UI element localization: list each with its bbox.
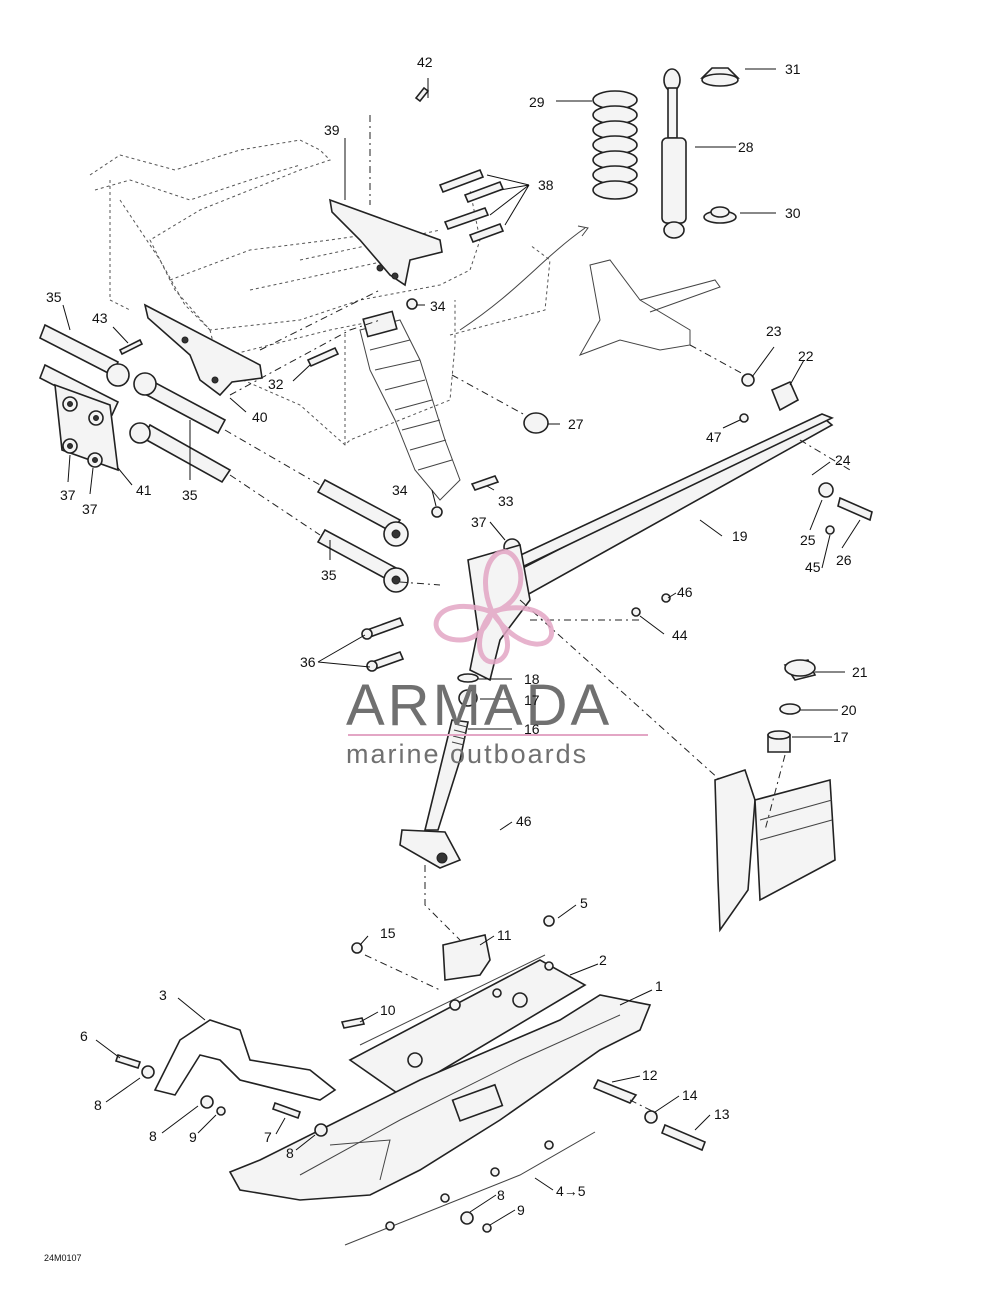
callout-13: 13 xyxy=(714,1106,730,1122)
callout-40: 40 xyxy=(252,409,268,425)
callout-8: 8 xyxy=(149,1128,157,1144)
leader-lines xyxy=(62,68,861,1226)
callout-32: 32 xyxy=(268,376,284,392)
callout-10: 10 xyxy=(380,1002,396,1018)
callout-38: 38 xyxy=(538,177,554,193)
callout-17: 17 xyxy=(524,692,540,708)
watermark-tagline: marine outboards xyxy=(346,739,588,769)
callout-12: 12 xyxy=(642,1067,658,1083)
callout-39: 39 xyxy=(324,122,340,138)
callout-8: 8 xyxy=(94,1097,102,1113)
callout-8: 8 xyxy=(497,1187,505,1203)
callout-20: 20 xyxy=(841,702,857,718)
callout-37: 37 xyxy=(82,501,98,517)
drawing-code: 24M0107 xyxy=(44,1253,82,1263)
watermark-brand: ARMADA xyxy=(346,673,612,738)
callout-8: 8 xyxy=(286,1145,294,1161)
callout-17: 17 xyxy=(833,729,849,745)
watermark-divider xyxy=(348,734,648,736)
watermark-logo-mark xyxy=(433,549,555,665)
shock-absorber xyxy=(661,67,740,239)
left-bracket-plate xyxy=(54,383,119,472)
callout-46: 46 xyxy=(516,813,532,829)
callout-34: 34 xyxy=(430,298,446,314)
callout-35: 35 xyxy=(46,289,62,305)
callout-41: 41 xyxy=(136,482,152,498)
misc-small-parts xyxy=(451,374,549,434)
callout-24: 24 xyxy=(835,452,851,468)
callout-6: 6 xyxy=(80,1028,88,1044)
callout-46: 46 xyxy=(677,584,693,600)
callout-23: 23 xyxy=(766,323,782,339)
callout-9: 9 xyxy=(189,1129,197,1145)
callout-26: 26 xyxy=(836,552,852,568)
callout-42: 42 xyxy=(417,54,433,70)
callout-5: 5 xyxy=(580,895,588,911)
callout-3: 3 xyxy=(159,987,167,1003)
callout-15: 15 xyxy=(380,925,396,941)
callout-36: 36 xyxy=(300,654,316,670)
coil-spring xyxy=(592,90,638,200)
trailing-arm xyxy=(478,413,873,621)
callout-29: 29 xyxy=(529,94,545,110)
callout-1: 1 xyxy=(655,978,663,994)
ski xyxy=(228,994,652,1246)
callout-43: 43 xyxy=(92,310,108,326)
bolts xyxy=(118,86,521,672)
callout-27: 27 xyxy=(568,416,584,432)
callout-9: 9 xyxy=(517,1202,525,1218)
callout-31: 31 xyxy=(785,61,801,77)
callout-35: 35 xyxy=(321,567,337,583)
callout-7: 7 xyxy=(264,1129,272,1145)
callout-35: 35 xyxy=(182,487,198,503)
callout-21: 21 xyxy=(852,664,868,680)
callout-11: 11 xyxy=(497,927,512,943)
callout-45: 45 xyxy=(805,559,821,575)
callout-22: 22 xyxy=(798,348,814,364)
callout-28: 28 xyxy=(738,139,754,155)
callout-labels: 1 2 3 4→5 5 6 7 8 8 8 8 9 9 10 11 12 13 … xyxy=(46,54,868,1218)
right-spindle xyxy=(519,599,836,933)
callout-16: 16 xyxy=(524,721,540,737)
callout-25: 25 xyxy=(800,532,816,548)
steering-column-boot xyxy=(359,310,461,501)
callout-14: 14 xyxy=(682,1087,698,1103)
right-suspension-subassembly xyxy=(578,259,800,423)
upper-brackets xyxy=(143,198,443,397)
callout-19: 19 xyxy=(732,528,748,544)
ski-handle xyxy=(114,1019,707,1233)
callout-4-to-5: 4→5 xyxy=(556,1183,586,1199)
callout-37: 37 xyxy=(471,514,487,530)
callout-33: 33 xyxy=(498,493,514,509)
callout-18: 18 xyxy=(524,671,540,687)
callout-44: 44 xyxy=(672,627,688,643)
callout-34: 34 xyxy=(392,482,408,498)
callout-30: 30 xyxy=(785,205,801,221)
callout-2: 2 xyxy=(599,952,607,968)
callout-37: 37 xyxy=(60,487,76,503)
ski-leg-block xyxy=(340,915,587,1096)
watermark: ARMADA marine outboards xyxy=(346,549,648,769)
callout-47: 47 xyxy=(706,429,722,445)
